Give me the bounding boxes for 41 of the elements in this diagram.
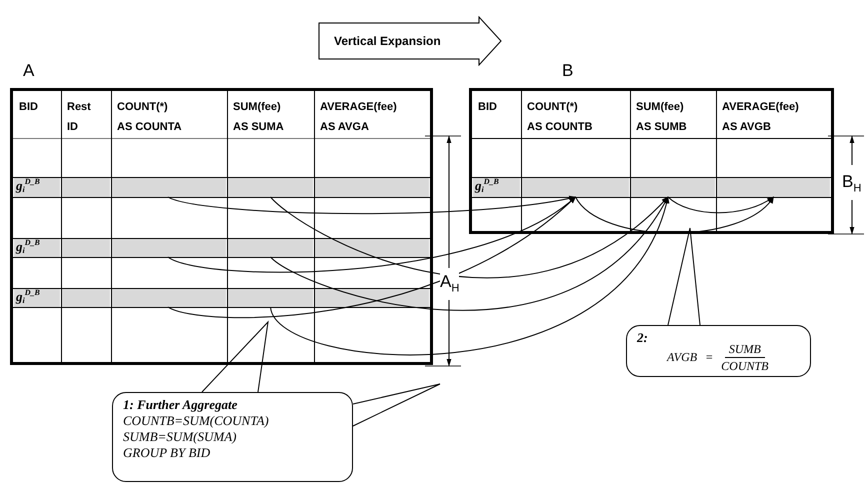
callout-bubble bbox=[112, 392, 353, 482]
formula-text: COUNTB=SUM(COUNTA) bbox=[123, 413, 270, 429]
column-header: AVERAGE(fee) AS AVGA bbox=[320, 100, 398, 135]
column-header: Rest ID bbox=[67, 100, 92, 135]
table-heading: A bbox=[23, 61, 34, 81]
column-header: COUNT(*) AS COUNTB bbox=[527, 100, 594, 135]
highlighted-cell bbox=[112, 239, 226, 257]
column-header: SUM(fee) AS SUMB bbox=[636, 100, 688, 135]
highlighted-cell bbox=[717, 178, 830, 197]
formula-term: AVGB bbox=[667, 350, 698, 365]
column-header: SUM(fee) AS SUMA bbox=[233, 100, 285, 135]
numerator: SUMB bbox=[724, 342, 765, 358]
equals-sign: = bbox=[705, 350, 714, 365]
arrow bbox=[167, 196, 576, 318]
highlighted-cell bbox=[631, 178, 715, 197]
column-header: COUNT(*) AS COUNTA bbox=[117, 100, 183, 135]
dimension-label: B$_{H}$ bbox=[842, 172, 862, 194]
arrow bbox=[270, 196, 668, 310]
column-header: BID bbox=[19, 100, 39, 115]
highlighted-cell bbox=[228, 239, 313, 257]
arrow bbox=[270, 196, 668, 278]
table-heading: B bbox=[562, 61, 574, 81]
column-header: BID bbox=[478, 100, 498, 115]
dimension-label: A$_{H}$ bbox=[440, 272, 460, 294]
formula-text: SUMB=SUM(SUMA) bbox=[123, 429, 238, 445]
arrow bbox=[667, 196, 774, 214]
arrow bbox=[167, 195, 576, 214]
arrow bbox=[575, 196, 774, 234]
highlighted-cell bbox=[522, 178, 629, 197]
arrow bbox=[270, 196, 668, 356]
highlighted-cell bbox=[228, 289, 313, 307]
block-arrow: Vertical Expansion bbox=[318, 16, 502, 66]
denominator: COUNTB bbox=[721, 358, 769, 373]
callout-bubble bbox=[626, 325, 811, 377]
callout-heading: 2: bbox=[637, 330, 649, 346]
callout-heading: 1: Further Aggregate bbox=[123, 397, 238, 413]
highlighted-cell bbox=[112, 178, 226, 197]
highlighted-cell bbox=[112, 289, 226, 307]
formula-text: GROUP BY BID bbox=[123, 445, 212, 461]
highlighted-cell bbox=[228, 178, 313, 197]
column-header: AVERAGE(fee) AS AVGB bbox=[722, 100, 800, 135]
